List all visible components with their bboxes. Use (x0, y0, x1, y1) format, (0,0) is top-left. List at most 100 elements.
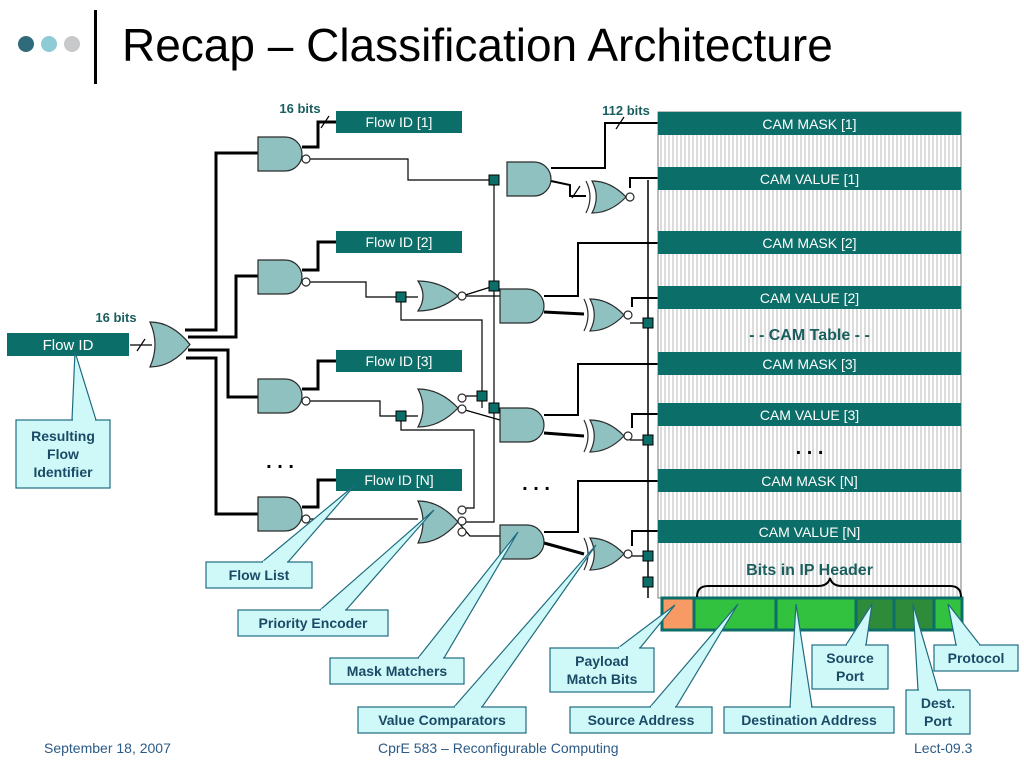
flow-list-bar (336, 350, 462, 372)
cam-row-bar (658, 352, 961, 375)
left-ellipsis: . . . (266, 451, 294, 473)
callout-value-comparators-text: Value Comparators (378, 712, 506, 728)
callout-protocol-box (933, 644, 1019, 672)
callout-value-comparators-box (357, 706, 527, 734)
inverter-bubble (457, 291, 467, 301)
callout-dest-port-box (905, 689, 971, 735)
wire-mask-n (544, 480, 658, 533)
junction-dot (488, 280, 500, 292)
cam-row-bar (658, 167, 961, 190)
inverter-bubble (457, 516, 467, 526)
inverter-bubble (623, 549, 633, 559)
bus-to-and-3 (188, 348, 258, 399)
wire-mm2-vc2 (543, 310, 585, 316)
callout-flow-list-box (205, 561, 313, 589)
cam-row-bar (658, 286, 961, 309)
bus-to-and-1 (185, 151, 258, 332)
callout-payload-match-bits-box (549, 647, 655, 693)
mask-matcher-and-gate (499, 407, 545, 443)
cam-row-label: CAM VALUE [2] (760, 290, 859, 306)
and-3-to-flow-id-3 (302, 359, 336, 391)
wire-v1-down (466, 286, 495, 523)
ip-field-destination-address (774, 596, 858, 632)
callout-value-comparators: Value Comparators (357, 544, 597, 734)
wire-value-n (631, 530, 658, 546)
wire-v3 (400, 416, 475, 509)
inverter-bubble (623, 431, 633, 441)
junction-dot (488, 402, 500, 414)
flow-select-and-gate (257, 136, 303, 172)
wire-mmn-vcn (543, 541, 585, 556)
flow-select-and-gate (257, 378, 303, 414)
cam-row-bar (658, 403, 961, 426)
ip-header-brace (696, 577, 962, 598)
callout-protocol-text: Protocol (948, 650, 1005, 666)
bus-width-tick (136, 338, 146, 352)
callout-source-port-text: Port (836, 668, 864, 684)
bits-in-ip-header-label: Bits in IP Header (746, 562, 873, 579)
flow-list-label: Flow ID [3] (366, 353, 433, 369)
callout-dest-port: Dest.Port (905, 603, 971, 735)
inverter-bubble (301, 514, 311, 524)
cam-row-label: CAM MASK [3] (762, 356, 856, 372)
callout-protocol-pointer (947, 603, 982, 646)
callout-resulting-flow-identifier-text: Identifier (33, 464, 93, 480)
callout-priority-encoder-pointer (318, 509, 435, 611)
cam-row-label: CAM MASK [1] (762, 116, 856, 132)
header-dot-light (41, 36, 57, 52)
value-comparator-xnor-gate-back (583, 298, 589, 332)
junction-dot (642, 434, 654, 446)
and-2-to-flow-id-2 (302, 240, 336, 272)
callout-mask-matchers-pointer (416, 531, 519, 659)
callout-destination-address-text: Destination Address (741, 712, 877, 728)
mask-matcher-and-gate (499, 524, 545, 560)
inverter-bubble (457, 404, 467, 414)
inverter-bubble (301, 154, 311, 164)
value-comparator-xnor-gate-back (583, 419, 589, 453)
callout-protocol: Protocol (933, 603, 1019, 672)
value-comparator-xnor-gate (589, 419, 625, 453)
flow-list-label: Flow ID [2] (366, 234, 433, 250)
junction-dot (642, 576, 654, 588)
cam-row-label: CAM MASK [2] (762, 235, 856, 251)
callout-source-address: Source Address (569, 603, 739, 734)
callout-resulting-flow-identifier-pointer (71, 351, 97, 421)
junction-dot (642, 550, 654, 562)
footer-course: CprE 583 – Reconfigurable Computing (378, 740, 619, 756)
value-comparator-xnor-gate (591, 180, 627, 214)
middle-ellipsis: . . . (522, 473, 550, 495)
callout-mask-matchers-text: Mask Matchers (347, 663, 448, 679)
header-dot-dark (18, 36, 34, 52)
mask-matcher-and-gate (499, 288, 545, 324)
value-comparator-xnor-gate (589, 298, 625, 332)
callout-priority-encoder: Priority Encoder (237, 509, 435, 637)
bits-label-flow-id: 16 bits (279, 101, 320, 116)
flow-list-bar (336, 469, 462, 491)
bus-width-tick (615, 116, 625, 130)
inverter-bubble (301, 277, 311, 287)
mask-matcher-and-gate (506, 161, 552, 197)
cam-ellipsis: . . . (796, 437, 824, 459)
callout-destination-address: Destination Address (723, 603, 895, 734)
bus-to-and-n (186, 356, 258, 516)
wire-and2-bubble (310, 281, 418, 298)
inverter-bubble (301, 396, 311, 406)
value-comparator-xnor-gate-back (585, 180, 591, 214)
callout-destination-address-box (723, 706, 895, 734)
footer-date: September 18, 2007 (44, 740, 171, 756)
wire-mask-1 (551, 122, 658, 169)
callout-resulting-flow-identifier-text: Resulting (31, 428, 95, 444)
title-divider (94, 10, 97, 84)
wire-value-3 (631, 413, 658, 428)
flow-id-input-label: Flow ID (43, 337, 94, 354)
cam-row-label: CAM MASK [N] (761, 473, 857, 489)
callout-source-address-text: Source Address (588, 712, 695, 728)
callout-source-port-text: Source (826, 650, 874, 666)
callout-source-address-box (569, 706, 713, 734)
wire-pen-mmn (457, 521, 500, 537)
cam-row-label: CAM VALUE [N] (759, 524, 861, 540)
